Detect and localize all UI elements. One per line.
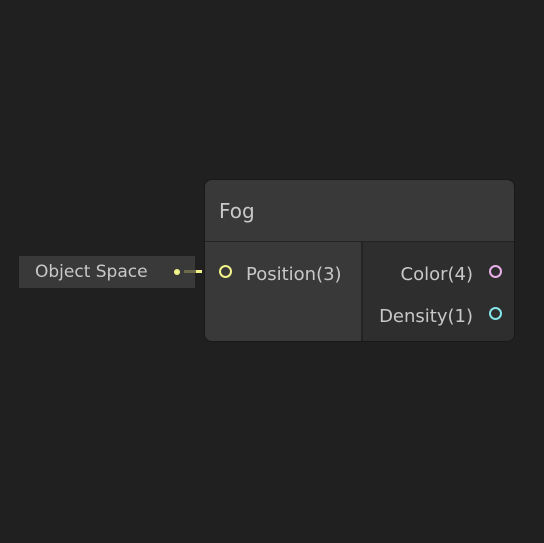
density-output-port-icon[interactable] [489, 307, 502, 320]
object-space-label: Object Space [35, 262, 148, 282]
object-space-input-chip[interactable]: Object Space [19, 256, 195, 288]
edge-connector-solid [184, 270, 196, 273]
color-output-label: Color(4) [400, 264, 474, 285]
chip-output-port-icon[interactable] [174, 269, 180, 275]
color-output-port-icon[interactable] [489, 265, 502, 278]
node-outputs-panel: Color(4) Density(1) [363, 242, 514, 341]
node-inputs-panel: Position(3) [205, 242, 363, 341]
density-output-label: Density(1) [379, 306, 473, 327]
position-input-label: Position(3) [246, 264, 342, 285]
fog-node[interactable]: Fog Position(3) Color(4) Density(1) [204, 179, 515, 342]
node-title: Fog [219, 199, 255, 223]
node-header[interactable]: Fog [205, 180, 514, 242]
position-input-port-icon[interactable] [219, 265, 232, 278]
